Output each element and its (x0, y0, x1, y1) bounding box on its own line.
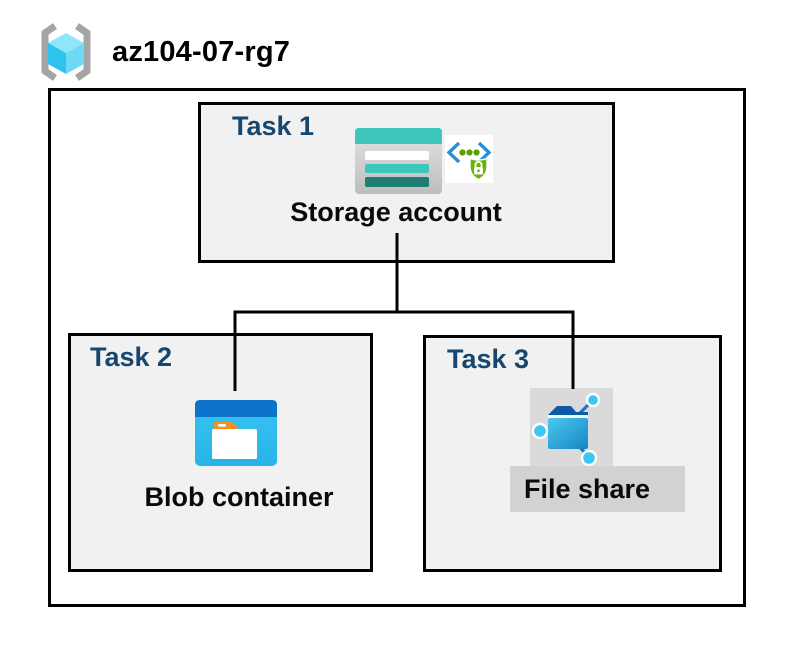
blob-container-label: Blob container (144, 482, 334, 512)
storage-account-icon (355, 128, 442, 194)
task-3-box: Task 3 File shar (423, 335, 722, 572)
task-2-label: Task 2 (90, 342, 173, 372)
file-share-icon (531, 392, 601, 467)
blob-container-icon (195, 400, 277, 466)
secure-access-icon (445, 135, 493, 183)
resource-group-icon (41, 23, 91, 81)
file-share-label-strip: File share (510, 466, 685, 512)
task-1-label: Task 1 (232, 111, 315, 141)
resource-group-name: az104-07-rg7 (112, 36, 291, 68)
task-1-box: Task 1 Storage (198, 102, 615, 263)
file-share-icon-background (530, 388, 613, 468)
file-share-label: File share (524, 474, 651, 504)
storage-account-label: Storage account (290, 197, 502, 227)
task-3-label: Task 3 (447, 344, 530, 374)
task-2-box: Task 2 Blob container (68, 333, 373, 572)
